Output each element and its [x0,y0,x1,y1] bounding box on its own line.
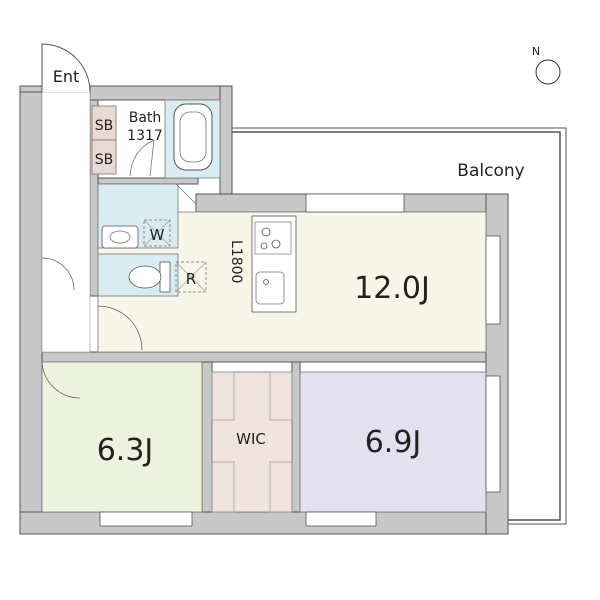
toilet-tank-icon [159,261,171,293]
room-label-ldk: 12.0J [354,271,430,306]
washroom-fixtures: W [101,183,197,249]
compass-label: N [532,45,540,58]
bathtub-icon [173,103,213,171]
entrance: Ent [41,43,91,93]
washer-label: W [150,226,165,244]
wic-floor [211,371,293,513]
room-label-right-bedroom: 6.9J [365,425,422,460]
door-swings [41,257,143,399]
fridge-icon [175,261,207,293]
wic-shelves [211,371,293,513]
balcony: Balcony [232,127,567,525]
kitchen-sink-icon [255,271,285,305]
room-right-bedroom-floor [299,371,487,513]
kitchen-size-label: L1800 [228,240,244,283]
stove-icon [254,221,292,255]
storage-boxes: SB SB [91,105,117,175]
sink-icon [101,225,139,249]
compass-icon: N [532,45,561,85]
kitchen-counter: L1800 [228,215,297,313]
fridge-label: R [186,270,196,288]
room-left-bedroom-floor [41,361,203,513]
storage-box-2 [91,139,117,175]
toilet-bowl-icon [128,265,162,289]
washer-icon [143,219,171,247]
storage-box-1 [91,105,117,141]
bath-size-label: 1317 [127,128,163,144]
room-label-left-bedroom: 6.3J [97,433,154,468]
balcony-label: Balcony [457,161,524,181]
bath-area: Bath 1317 [127,103,213,177]
entrance-label: Ent [53,67,80,86]
toilet-fixtures: R [128,261,207,293]
bath-label: Bath [129,110,162,126]
windows [99,193,501,527]
wic-label: WIC [236,430,266,448]
storage-label-2: SB [95,152,114,168]
corridor-floor [41,91,91,353]
storage-label-1: SB [95,118,114,134]
